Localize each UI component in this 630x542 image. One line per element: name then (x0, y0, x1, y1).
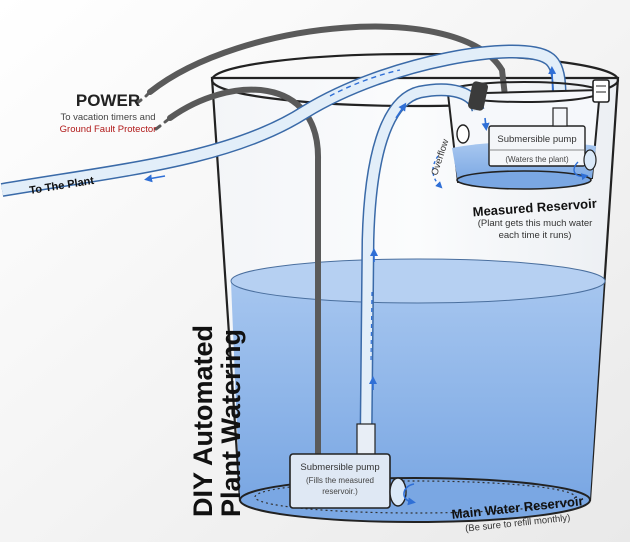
bottom-pump-label: Submersible pump (300, 462, 379, 473)
nozzle (468, 81, 488, 111)
power-title: POWER (76, 91, 140, 110)
title-line1: DIY Automated (188, 325, 218, 517)
flow-arrow-icon (481, 117, 490, 131)
power-line2: Ground Fault Protector (60, 124, 157, 135)
measured-reservoir-note-1: (Plant gets this much water (478, 218, 593, 229)
top-pump: Submersible pump (Waters the plant) (488, 107, 597, 181)
top-pump-sub: (Waters the plant) (505, 155, 569, 164)
measured-reservoir-note-2: each time it runs) (499, 230, 572, 241)
power-line1: To vacation timers and (60, 112, 155, 123)
top-pump-label: Submersible pump (497, 134, 576, 145)
fill-hose (359, 83, 490, 441)
bottom-pump-sub-1: (Fills the measured (306, 476, 374, 485)
title-block: DIY Automated Plant Watering (188, 325, 246, 517)
plug-icon (135, 90, 172, 131)
power-cable-bottom-pump (167, 86, 322, 458)
flow-arrow-icon (144, 174, 166, 183)
flow-arrow-icon (395, 102, 407, 119)
bottom-pump: Submersible pump (Fills the measured res… (289, 423, 416, 509)
clip-icon (592, 79, 610, 103)
main-water (230, 258, 606, 523)
bottom-pump-sub-2: reservoir.) (322, 487, 358, 496)
float-icon (456, 124, 470, 144)
title-line2: Plant Watering (216, 329, 246, 517)
